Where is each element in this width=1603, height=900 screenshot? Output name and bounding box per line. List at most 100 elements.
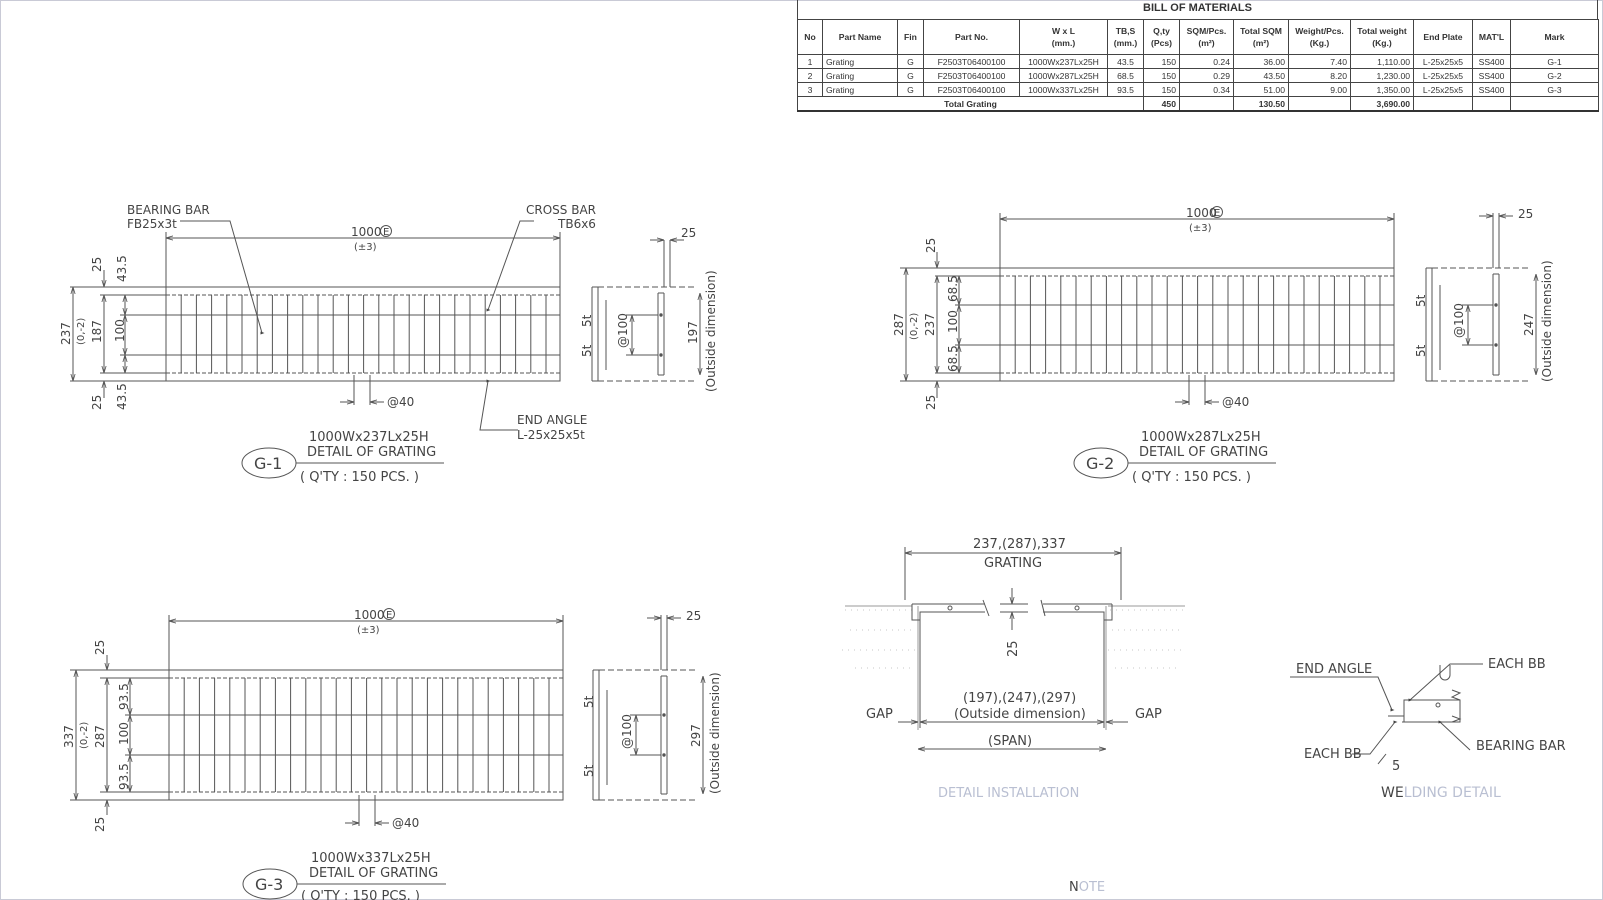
g3-dim-25b-label: 25: [93, 817, 107, 832]
weld-end-angle-leader: [1290, 676, 1395, 712]
g2-width-label: 1000: [1186, 206, 1217, 220]
bom-header-cell: Part Name: [822, 19, 898, 55]
g1-outside-label: 197: [686, 321, 700, 344]
g3-top-25: 25: [686, 609, 701, 623]
g3-dim-935a-label: 93.5: [117, 683, 131, 710]
g2-dim-100-label: 100: [946, 310, 960, 333]
g3-hole-2: [662, 753, 666, 757]
g3-thk-bot-label: 5t: [582, 764, 596, 777]
g2-outside-label: 247: [1522, 313, 1536, 336]
bom-header-text: End Plate: [1423, 32, 1463, 42]
g1-thk-bot-label: 5t: [580, 344, 594, 357]
weld-break-top: [1450, 689, 1462, 701]
g2-labels: 1000 E (±3) 25 25 287 (0,-2) 237 68.5 10…: [892, 206, 1554, 485]
g1-bearing-bar-leader: [180, 220, 265, 335]
install-grating-label: GRATING: [984, 556, 1042, 571]
g1-bearing-bar-spec: FB25x3t: [127, 217, 177, 231]
weld-each-bb-top: EACH BB: [1488, 657, 1546, 672]
g1-dim-435a-label: 43.5: [115, 255, 129, 282]
install-depth-label: 25: [1006, 640, 1021, 657]
bom-header-cell: Weight/Pcs.(Kg.): [1288, 19, 1351, 55]
bom-total-cell: [1510, 96, 1599, 112]
g3-hole-1: [662, 713, 666, 717]
bom-header-text: Mark: [1544, 32, 1565, 42]
g3-dim-935b-label: 93.5: [117, 763, 131, 790]
g3-outside-caption: (Outside dimension): [708, 672, 722, 794]
weld-title-light: LDING DETAIL: [1404, 785, 1501, 801]
g3-bearing-bars: [183, 678, 550, 792]
g1-e-mark: E: [383, 227, 389, 238]
weld-bearing-bar-label: BEARING BAR: [1476, 739, 1566, 754]
g2-dim-685b-label: 68.5: [946, 345, 960, 372]
g2-dim-685a-label: 68.5: [946, 275, 960, 302]
g1-end-angle-leader: [479, 379, 518, 431]
g3-thk-top-label: 5t: [582, 695, 596, 708]
weld-symbol-top: [1439, 665, 1451, 681]
bom-header-text: (mm.): [1051, 38, 1076, 48]
bom-header-cell: Total weight(Kg.): [1350, 19, 1414, 55]
weld-title-dark: WE: [1381, 785, 1404, 801]
g2-thk-top-label: 5t: [1414, 294, 1428, 307]
bom-header-text: Total weight: [1357, 26, 1407, 36]
g3-outside-label: 297: [689, 724, 703, 747]
concrete-left: [842, 609, 915, 669]
g2-e-mark: E: [1214, 208, 1220, 219]
weld-end-angle: [1388, 699, 1461, 723]
g2-e-circle: [1211, 206, 1223, 218]
bom-header-text: MAT'L: [1478, 32, 1505, 42]
bom-header-cell: Mark: [1510, 19, 1599, 55]
install-grating-dims: 237,(287),337: [973, 537, 1066, 552]
g1-labels: BEARING BAR FB25x3t CROSS BAR TB6x6 1000…: [59, 203, 718, 485]
g1-qty-label: ( Q'TY : 150 PCS. ): [300, 470, 419, 485]
bom-header-text: Part No.: [955, 32, 988, 42]
bom-cell: 1000Wx337Lx25H: [1019, 82, 1108, 97]
g2-detail-label: DETAIL OF GRATING: [1139, 445, 1268, 460]
g1-outside-caption: (Outside dimension): [704, 270, 718, 392]
g2-dim-237-label: 237: [923, 313, 937, 336]
g3-dim-tol-label: (0,-2): [79, 722, 90, 749]
bom-header-text: (m²): [1198, 38, 1215, 48]
g1-top-25: 25: [681, 226, 696, 240]
weld-size-label: 5: [1392, 759, 1400, 774]
bom-total-cell: 3,690.00: [1350, 96, 1414, 112]
g3-qty-label: ( Q'TY : 150 PCS. ): [301, 889, 420, 900]
bom-header-text: TB,S: [1115, 26, 1136, 36]
g3-size-label: 1000Wx337Lx25H: [311, 851, 431, 866]
section-hole-left: [947, 605, 953, 611]
g2-bearing-bars: [1014, 276, 1381, 373]
bom-cell: G-1: [1510, 54, 1599, 69]
section-hole-right: [1074, 605, 1080, 611]
bom-cell: L-25x25x5: [1413, 82, 1473, 97]
bom-header-text: Fin: [904, 32, 917, 42]
weld-hole: [1435, 702, 1441, 708]
g1-width-label: 1000: [351, 225, 382, 239]
g1-spacing-label: @40: [387, 395, 414, 409]
g2-size-label: 1000Wx287Lx25H: [1141, 430, 1261, 445]
g2-detail: [900, 206, 1536, 479]
g3-e-mark: E: [386, 610, 392, 621]
g3-detail: [70, 608, 703, 900]
weld-symbol-flag: [1377, 753, 1387, 765]
bom-header-cell: TB,S(mm.): [1107, 19, 1144, 55]
bom-header-text: Weight/Pcs.: [1295, 26, 1344, 36]
g1-mark-label: G-1: [254, 454, 282, 473]
bom-cell: 0.34: [1179, 82, 1234, 97]
g1-e-circle: [380, 225, 392, 237]
break-left: [982, 599, 990, 617]
g2-spacing-label: @40: [1222, 395, 1249, 409]
g1-bearing-bars: [180, 295, 547, 373]
g2-dim-tol-label: (0,-2): [909, 313, 920, 340]
g2-hole-2: [1494, 343, 1498, 347]
g3-detail-label: DETAIL OF GRATING: [309, 866, 438, 881]
bom-header-cell: Q,ty(Pcs): [1143, 19, 1180, 55]
concrete-right: [1108, 609, 1185, 669]
g1-grating-outline: [165, 286, 561, 382]
install-title: DETAIL INSTALLATION: [938, 786, 1079, 801]
g2-outside-caption: (Outside dimension): [1540, 260, 1554, 382]
